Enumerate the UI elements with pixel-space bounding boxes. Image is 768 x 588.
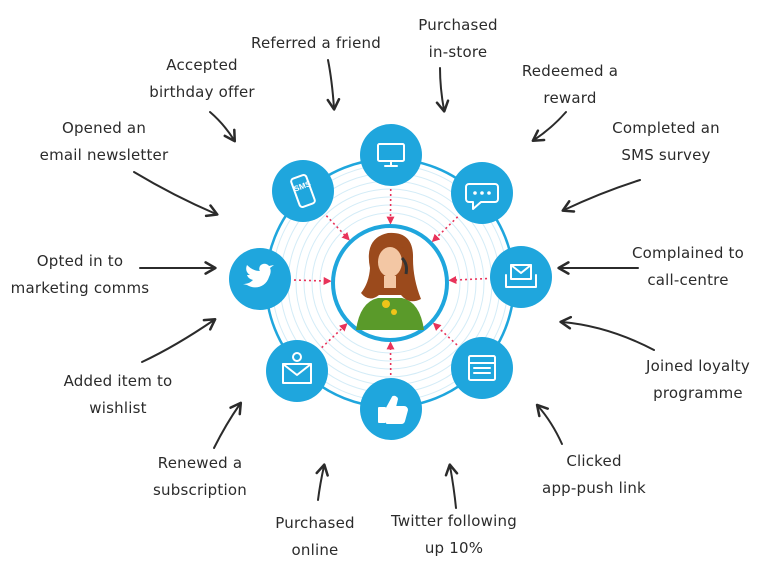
touchpoint-label-line: Purchased [260, 510, 370, 537]
touchpoint-arrow [318, 466, 324, 500]
touchpoint-label-line: Redeemed a [515, 58, 625, 85]
touchpoint-arrow [562, 322, 654, 350]
touchpoint-arrow [564, 180, 640, 210]
touchpoint-arrow [538, 406, 562, 444]
touchpoint-label-line: Twitter following [379, 508, 529, 535]
touchpoint-arrow [134, 172, 216, 214]
touchpoint-arrow [328, 60, 334, 108]
touchpoint-label-line: up 10% [379, 535, 529, 562]
channel-node [490, 246, 552, 308]
channel-circle [266, 340, 328, 402]
channel-node [229, 248, 291, 310]
connector-line [450, 279, 487, 281]
touchpoint-label-line: Purchased [408, 12, 508, 39]
channel-circle [360, 124, 422, 186]
woman-on-phone-illustration [333, 226, 447, 340]
touchpoint-label-line: SMS survey [601, 142, 731, 169]
channel-node [266, 340, 328, 402]
touchpoint-label-line: app-push link [529, 475, 659, 502]
touchpoint-label-line: in-store [408, 39, 508, 66]
touchpoint-label-line: wishlist [53, 395, 183, 422]
touchpoint-label-line: subscription [140, 477, 260, 504]
touchpoint-label-line: Opted in to [0, 248, 165, 275]
channel-circle [490, 246, 552, 308]
channel-node [360, 124, 422, 186]
touchpoint-arrow [214, 404, 240, 448]
touchpoint-label-line: Joined loyalty [633, 353, 763, 380]
channel-node [451, 162, 513, 224]
channel-node [360, 378, 422, 440]
touchpoint-label-line: Accepted [137, 52, 267, 79]
channel-node: SMS [272, 160, 334, 222]
touchpoint-label-line: Renewed a [140, 450, 260, 477]
touchpoint-label-line: online [260, 537, 370, 564]
connector-line [322, 324, 347, 347]
touchpoint-label-line: Opened an [24, 115, 184, 142]
touchpoint-arrow [534, 112, 566, 140]
touchpoint-arrow [450, 466, 456, 508]
touchpoint-label-line: call-centre [623, 267, 753, 294]
touchpoint-arrow [440, 68, 444, 110]
touchpoint-label-line: Added item to [53, 368, 183, 395]
touchpoint-label-line: programme [633, 380, 763, 407]
touchpoint-label-line: marketing comms [0, 275, 165, 302]
touchpoint-label-line: reward [515, 85, 625, 112]
touchpoint-label-line: birthday offer [137, 79, 267, 106]
touchpoint-label-line: Clicked [529, 448, 659, 475]
touchpoint-label-line: email newsletter [24, 142, 184, 169]
touchpoint-label-line: Complained to [623, 240, 753, 267]
touchpoint-label-line: Completed an [601, 115, 731, 142]
channel-circle [272, 160, 334, 222]
channel-node [451, 337, 513, 399]
touchpoint-arrow [210, 112, 234, 140]
touchpoint-arrow [142, 320, 214, 362]
